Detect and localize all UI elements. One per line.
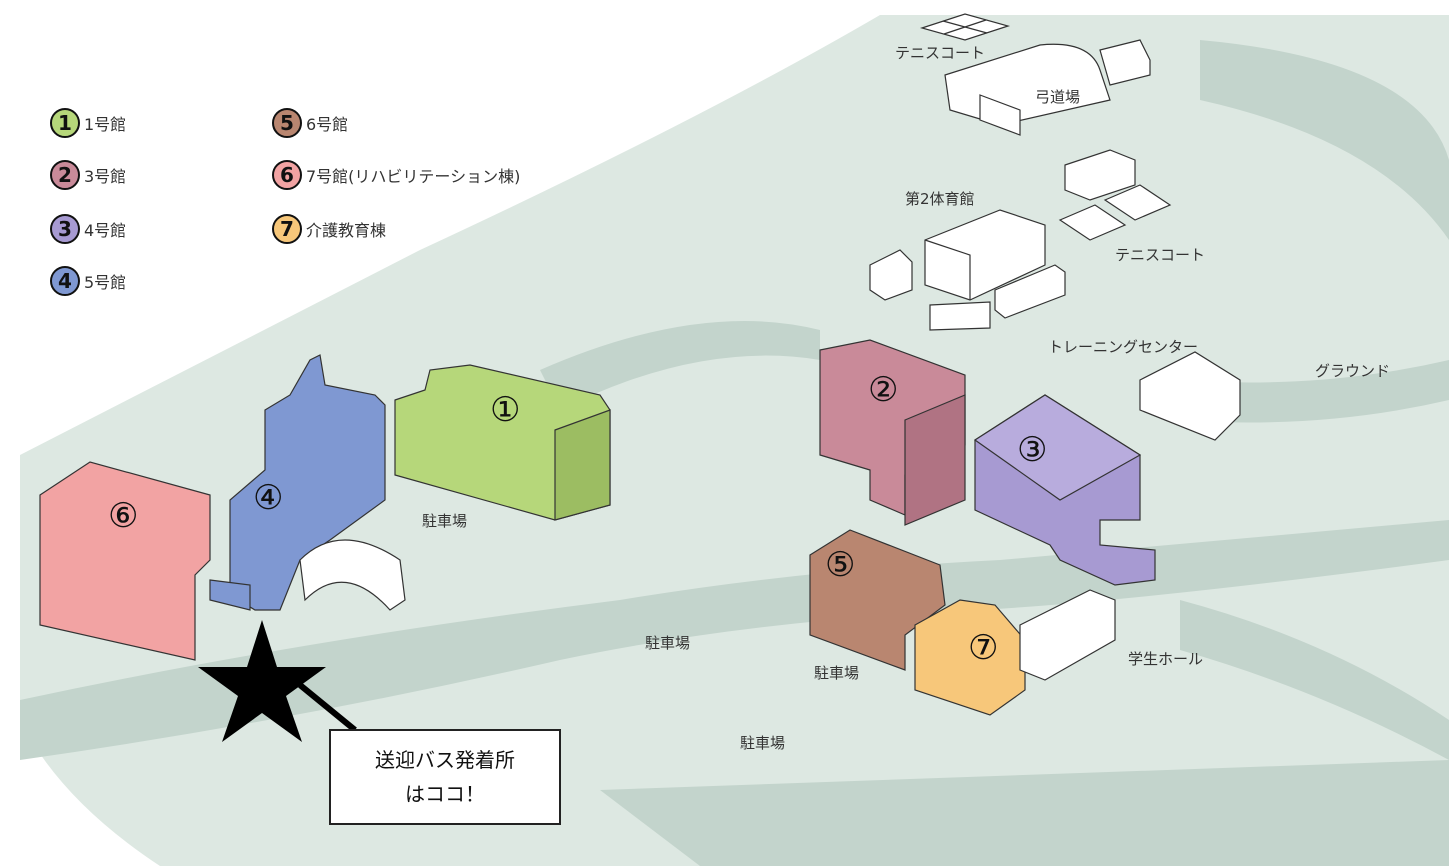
label-parking-3: 駐車場 [814,664,860,682]
road-lower [600,760,1449,866]
legend-label-5: 6号館 [306,115,349,134]
legend-badge-1: 1 [50,108,80,138]
building-number-4: ④ [253,478,284,518]
legend-item-7: 7 介護教育棟 [272,214,386,244]
legend-label-7: 介護教育棟 [306,221,387,240]
label-parking-1: 駐車場 [422,512,468,530]
label-training-center: トレーニングセンター [1048,338,1199,356]
label-ground: グラウンド [1315,362,1391,380]
campus-ground [20,15,1449,866]
legend-label-3: 4号館 [84,221,127,240]
building-number-5: ⑤ [825,545,856,585]
building-6 [39,461,211,661]
label-tennis-court-top: テニスコート [895,44,986,62]
bus-stop-callout: 送迎バス発着所 はココ！ [329,729,561,825]
legend-badge-2: 2 [50,160,80,190]
kyudojo-building [944,39,1151,136]
legend-label-6: 7号館(リハビリテーション棟) [306,167,521,186]
callout-line-2: はココ！ [405,782,485,806]
legend-item-2: 2 3号館 [50,160,126,190]
legend-label-4: 5号館 [84,273,127,292]
legend-item-3: 3 4号館 [50,214,126,244]
callout-pointer [298,682,357,733]
label-parking-2: 駐車場 [645,634,691,652]
student-hall-building [1019,589,1116,681]
legend-badge-7: 7 [272,214,302,244]
label-kyudojo: 弓道場 [1035,88,1081,106]
training-center-building [1139,351,1241,441]
building-number-3: ③ [1017,430,1048,470]
callout-line-1: 送迎バス発着所 [375,748,515,772]
road-curve [1200,40,1449,240]
building-number-6: ⑥ [108,496,139,536]
legend-badge-3: 3 [50,214,80,244]
label-parking-4: 駐車場 [740,734,786,752]
tennis-court-right [1058,149,1172,241]
legend-badge-4: 4 [50,266,80,296]
label-gym2: 第2体育館 [905,190,975,208]
legend-badge-5: 5 [272,108,302,138]
building-number-2: ② [868,370,899,410]
building-2 [819,339,966,526]
building-number-7: ⑦ [968,628,999,668]
gym2-building [869,209,1066,331]
building-1 [394,364,611,521]
legend-label-1: 1号館 [84,115,127,134]
building-4 [209,354,386,611]
label-student-hall: 学生ホール [1128,650,1204,668]
label-tennis-court-right: テニスコート [1115,246,1206,264]
legend-item-4: 4 5号館 [50,266,126,296]
legend-badge-6: 6 [272,160,302,190]
road-east [1180,360,1449,423]
building-number-1: ① [490,390,521,430]
road-loop [540,321,820,410]
road-main [20,520,1449,760]
legend-item-1: 1 1号館 [50,108,126,138]
bus-stop-star-icon [198,620,326,742]
tennis-court-top [919,13,1011,41]
legend-item-5: 5 6号館 [272,108,348,138]
legend-item-6: 6 7号館(リハビリテーション棟) [272,160,520,190]
building-3 [973,394,1156,586]
arch-structure [299,539,406,611]
legend-label-2: 3号館 [84,167,127,186]
road-south-east [1180,600,1449,760]
